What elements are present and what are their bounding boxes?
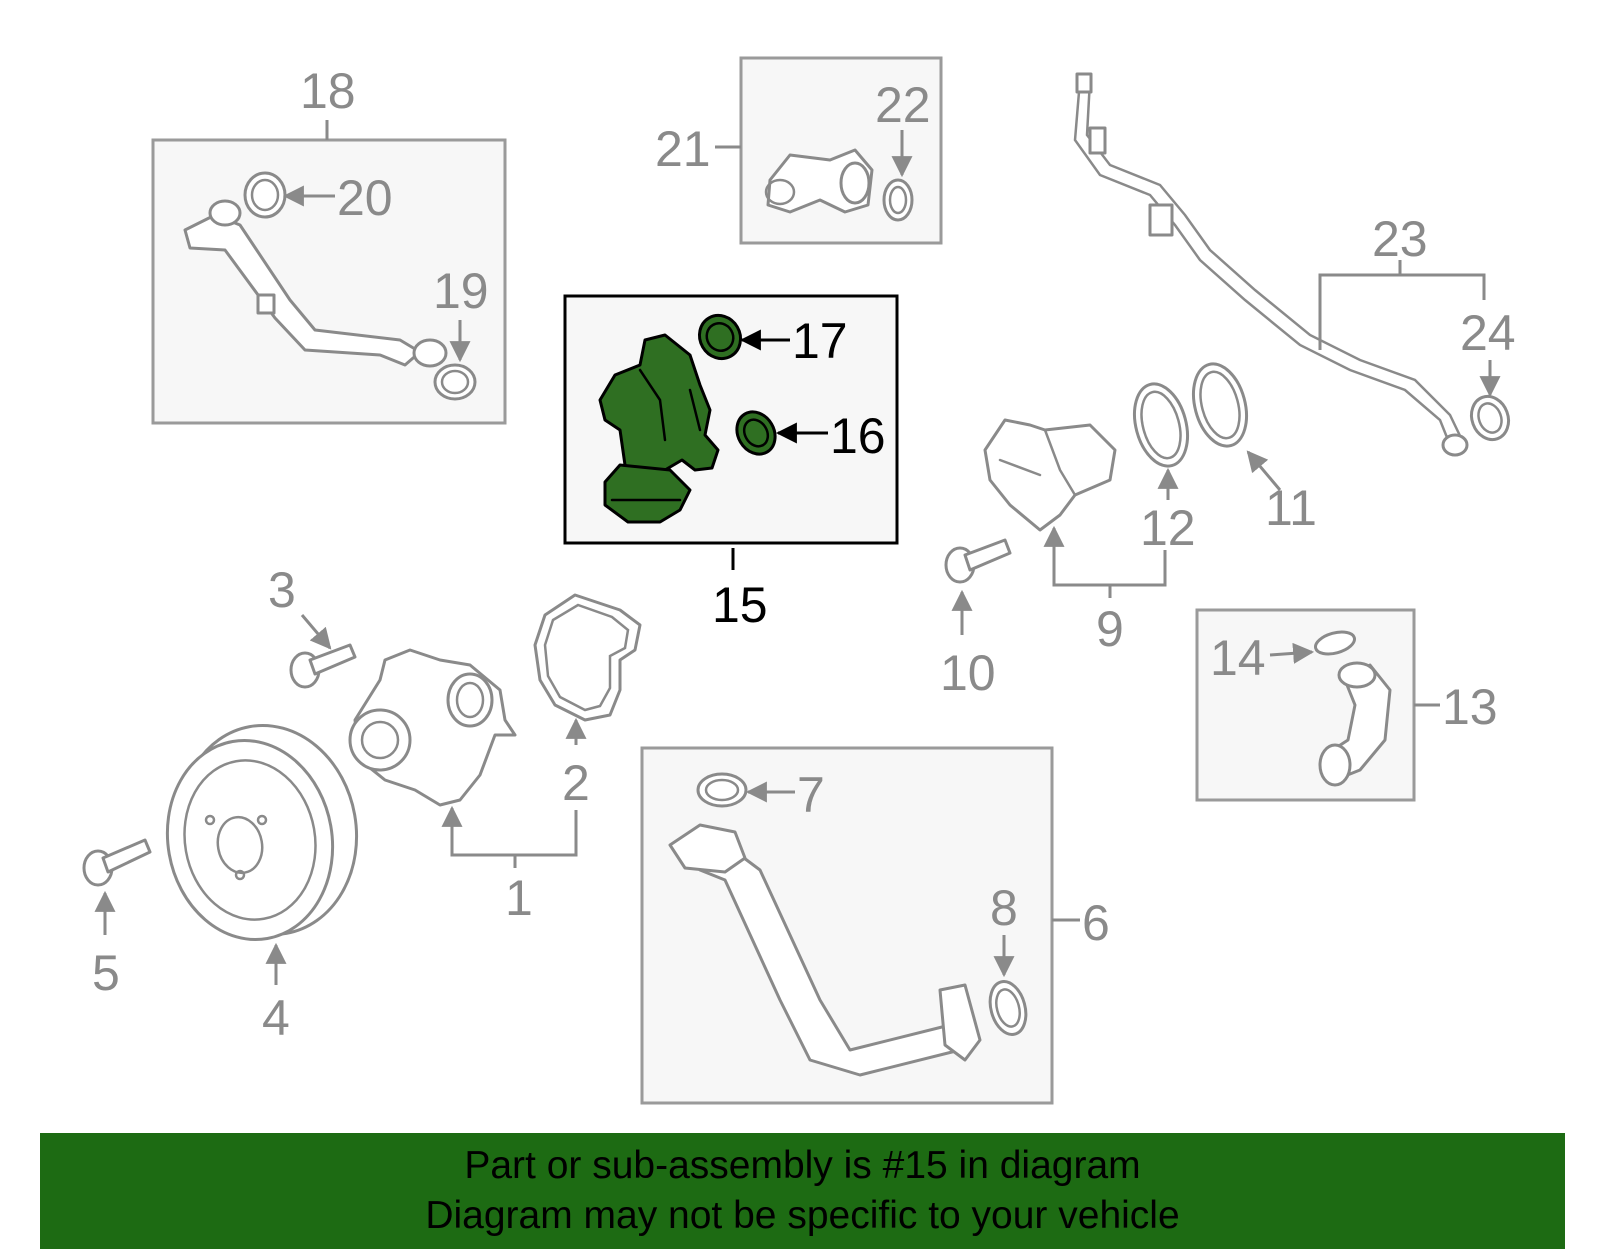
hose-line-23[interactable] <box>1073 72 1469 457</box>
gasket-2[interactable] <box>533 593 642 722</box>
banner-line-1: Part or sub-assembly is #15 in diagram <box>464 1144 1141 1187</box>
callout-15[interactable]: 15 <box>712 577 768 633</box>
callout-13[interactable]: 13 <box>1442 679 1498 735</box>
callout-11[interactable]: 11 <box>1265 480 1317 536</box>
parts-diagram: 18 20 19 21 <box>82 56 1516 1105</box>
callout-18[interactable]: 18 <box>300 63 356 119</box>
banner-line-2: Diagram may not be specific to your vehi… <box>425 1194 1180 1237</box>
o-ring-16[interactable] <box>729 405 782 461</box>
water-pump[interactable] <box>348 648 517 807</box>
bolt-5[interactable] <box>82 838 152 887</box>
o-ring-17[interactable] <box>692 308 749 366</box>
box-21: 21 22 <box>655 56 943 245</box>
callout-9[interactable]: 9 <box>1096 601 1124 657</box>
box-13: 13 14 <box>1195 608 1498 802</box>
o-ring-20[interactable] <box>243 171 287 219</box>
callout-22[interactable]: 22 <box>875 77 931 133</box>
callout-1[interactable]: 1 <box>505 870 533 926</box>
group-1: 2 1 3 <box>268 562 642 926</box>
bolt-3[interactable] <box>289 643 357 689</box>
thermostat-housing-15[interactable] <box>598 333 720 524</box>
callout-14[interactable]: 14 <box>1210 630 1266 686</box>
callout-24[interactable]: 24 <box>1460 305 1516 361</box>
pulley-4[interactable] <box>152 711 373 952</box>
group-4: 4 5 <box>82 711 373 1046</box>
bolt-10[interactable] <box>944 538 1012 584</box>
pipe-6[interactable] <box>668 823 982 1077</box>
o-ring-24[interactable] <box>1466 391 1515 445</box>
callout-16[interactable]: 16 <box>830 408 886 464</box>
callout-20[interactable]: 20 <box>337 170 393 226</box>
gasket-11[interactable] <box>1185 358 1255 452</box>
callout-10[interactable]: 10 <box>940 645 996 701</box>
callout-17[interactable]: 17 <box>792 313 848 369</box>
callout-7[interactable]: 7 <box>797 767 825 823</box>
callout-23[interactable]: 23 <box>1372 211 1428 267</box>
callout-2[interactable]: 2 <box>562 755 590 811</box>
callout-12[interactable]: 12 <box>1140 500 1196 556</box>
gasket-12[interactable] <box>1126 378 1196 472</box>
o-ring-22[interactable] <box>882 178 914 222</box>
o-ring-14[interactable] <box>1313 628 1357 658</box>
group-23: 23 24 <box>1073 72 1516 457</box>
pipe-18[interactable] <box>183 199 448 368</box>
callout-19[interactable]: 19 <box>433 263 489 319</box>
box-15: 15 17 16 <box>563 294 899 633</box>
o-ring-7[interactable] <box>696 772 748 808</box>
elbow-pipe-13[interactable] <box>1318 661 1392 787</box>
box-18: 18 20 19 <box>151 63 507 425</box>
callout-6[interactable]: 6 <box>1082 895 1110 951</box>
callout-4[interactable]: 4 <box>262 990 290 1046</box>
thermostat-9[interactable] <box>983 418 1117 532</box>
housing-21[interactable] <box>764 148 874 214</box>
callout-5[interactable]: 5 <box>92 945 120 1001</box>
callout-8[interactable]: 8 <box>990 880 1018 936</box>
notice-banner: Part or sub-assembly is #15 in diagram D… <box>40 1133 1565 1249</box>
o-ring-19[interactable] <box>433 363 477 401</box>
callout-3[interactable]: 3 <box>268 562 296 618</box>
o-ring-8[interactable] <box>985 978 1032 1039</box>
group-9: 11 12 9 10 <box>940 358 1317 701</box>
box-6: 6 7 8 <box>640 746 1110 1105</box>
callout-21[interactable]: 21 <box>655 121 711 177</box>
